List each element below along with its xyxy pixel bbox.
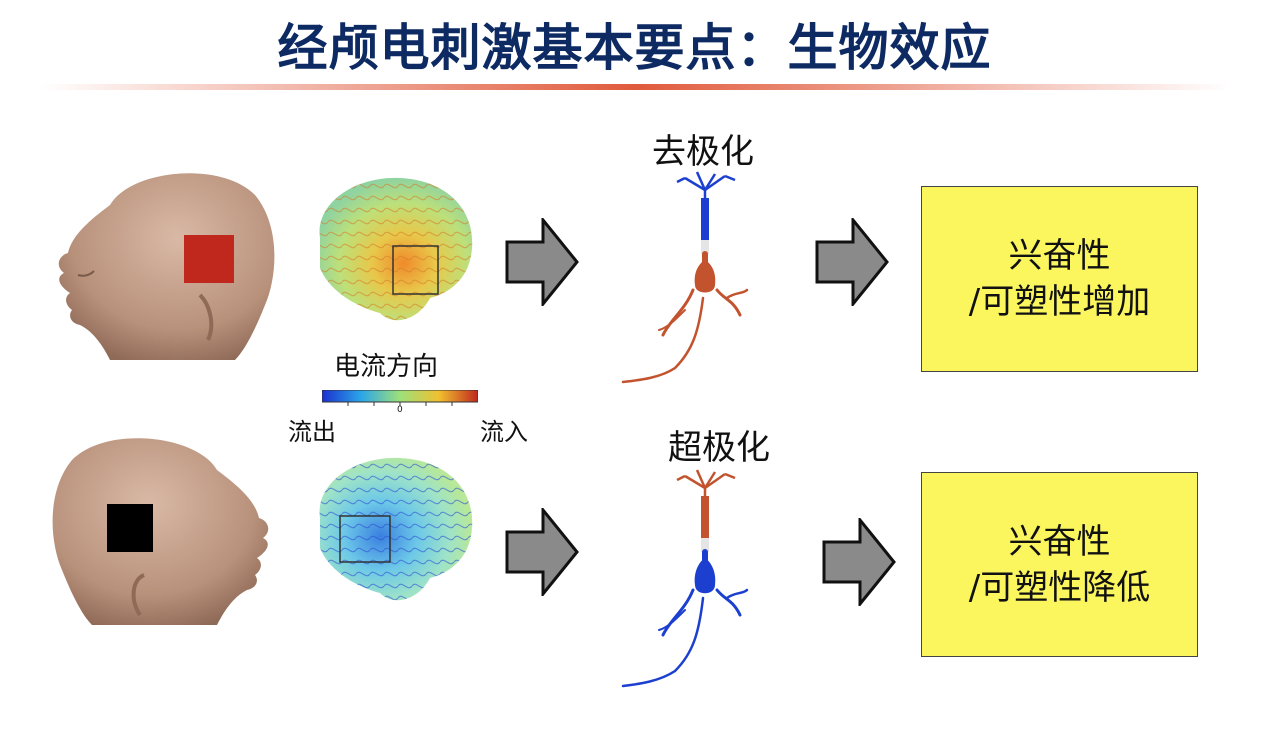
- title-underline: [40, 84, 1230, 90]
- legend-zero: 0: [397, 405, 403, 415]
- arrow-right-icon: [505, 218, 580, 306]
- result-line1: 兴奋性: [1008, 236, 1111, 276]
- legend-left-label: 流出: [288, 418, 336, 446]
- depolarization-label: 去极化: [652, 132, 754, 172]
- hyperpolarization-label: 超极化: [668, 428, 770, 468]
- result-box-increase: 兴奋性 /可塑性增加: [921, 186, 1198, 372]
- brain-map-hyperpolarized: [300, 448, 480, 613]
- electrode-cathode: [107, 504, 153, 552]
- result-box-decrease: 兴奋性 /可塑性降低: [921, 472, 1198, 657]
- page-title: 经颅电刺激基本要点：生物效应: [277, 19, 992, 77]
- legend-right-label: 流入: [480, 418, 528, 446]
- result-line2: /可塑性增加: [968, 282, 1151, 322]
- head-anodal: [50, 165, 280, 360]
- brain-map-depolarized: [300, 168, 480, 333]
- arrow-right-icon: [822, 518, 897, 606]
- neuron-hyperpolarized: [615, 468, 765, 690]
- result-line2: /可塑性降低: [968, 567, 1151, 608]
- result-line1: 兴奋性: [1008, 521, 1111, 562]
- arrow-right-icon: [815, 218, 890, 306]
- neuron-depolarized: [615, 170, 765, 385]
- legend-title: 电流方向: [334, 352, 439, 382]
- arrow-right-icon: [505, 508, 580, 596]
- head-cathodal: [52, 430, 277, 625]
- color-scale-bar: [322, 390, 478, 408]
- electrode-anode: [184, 235, 234, 283]
